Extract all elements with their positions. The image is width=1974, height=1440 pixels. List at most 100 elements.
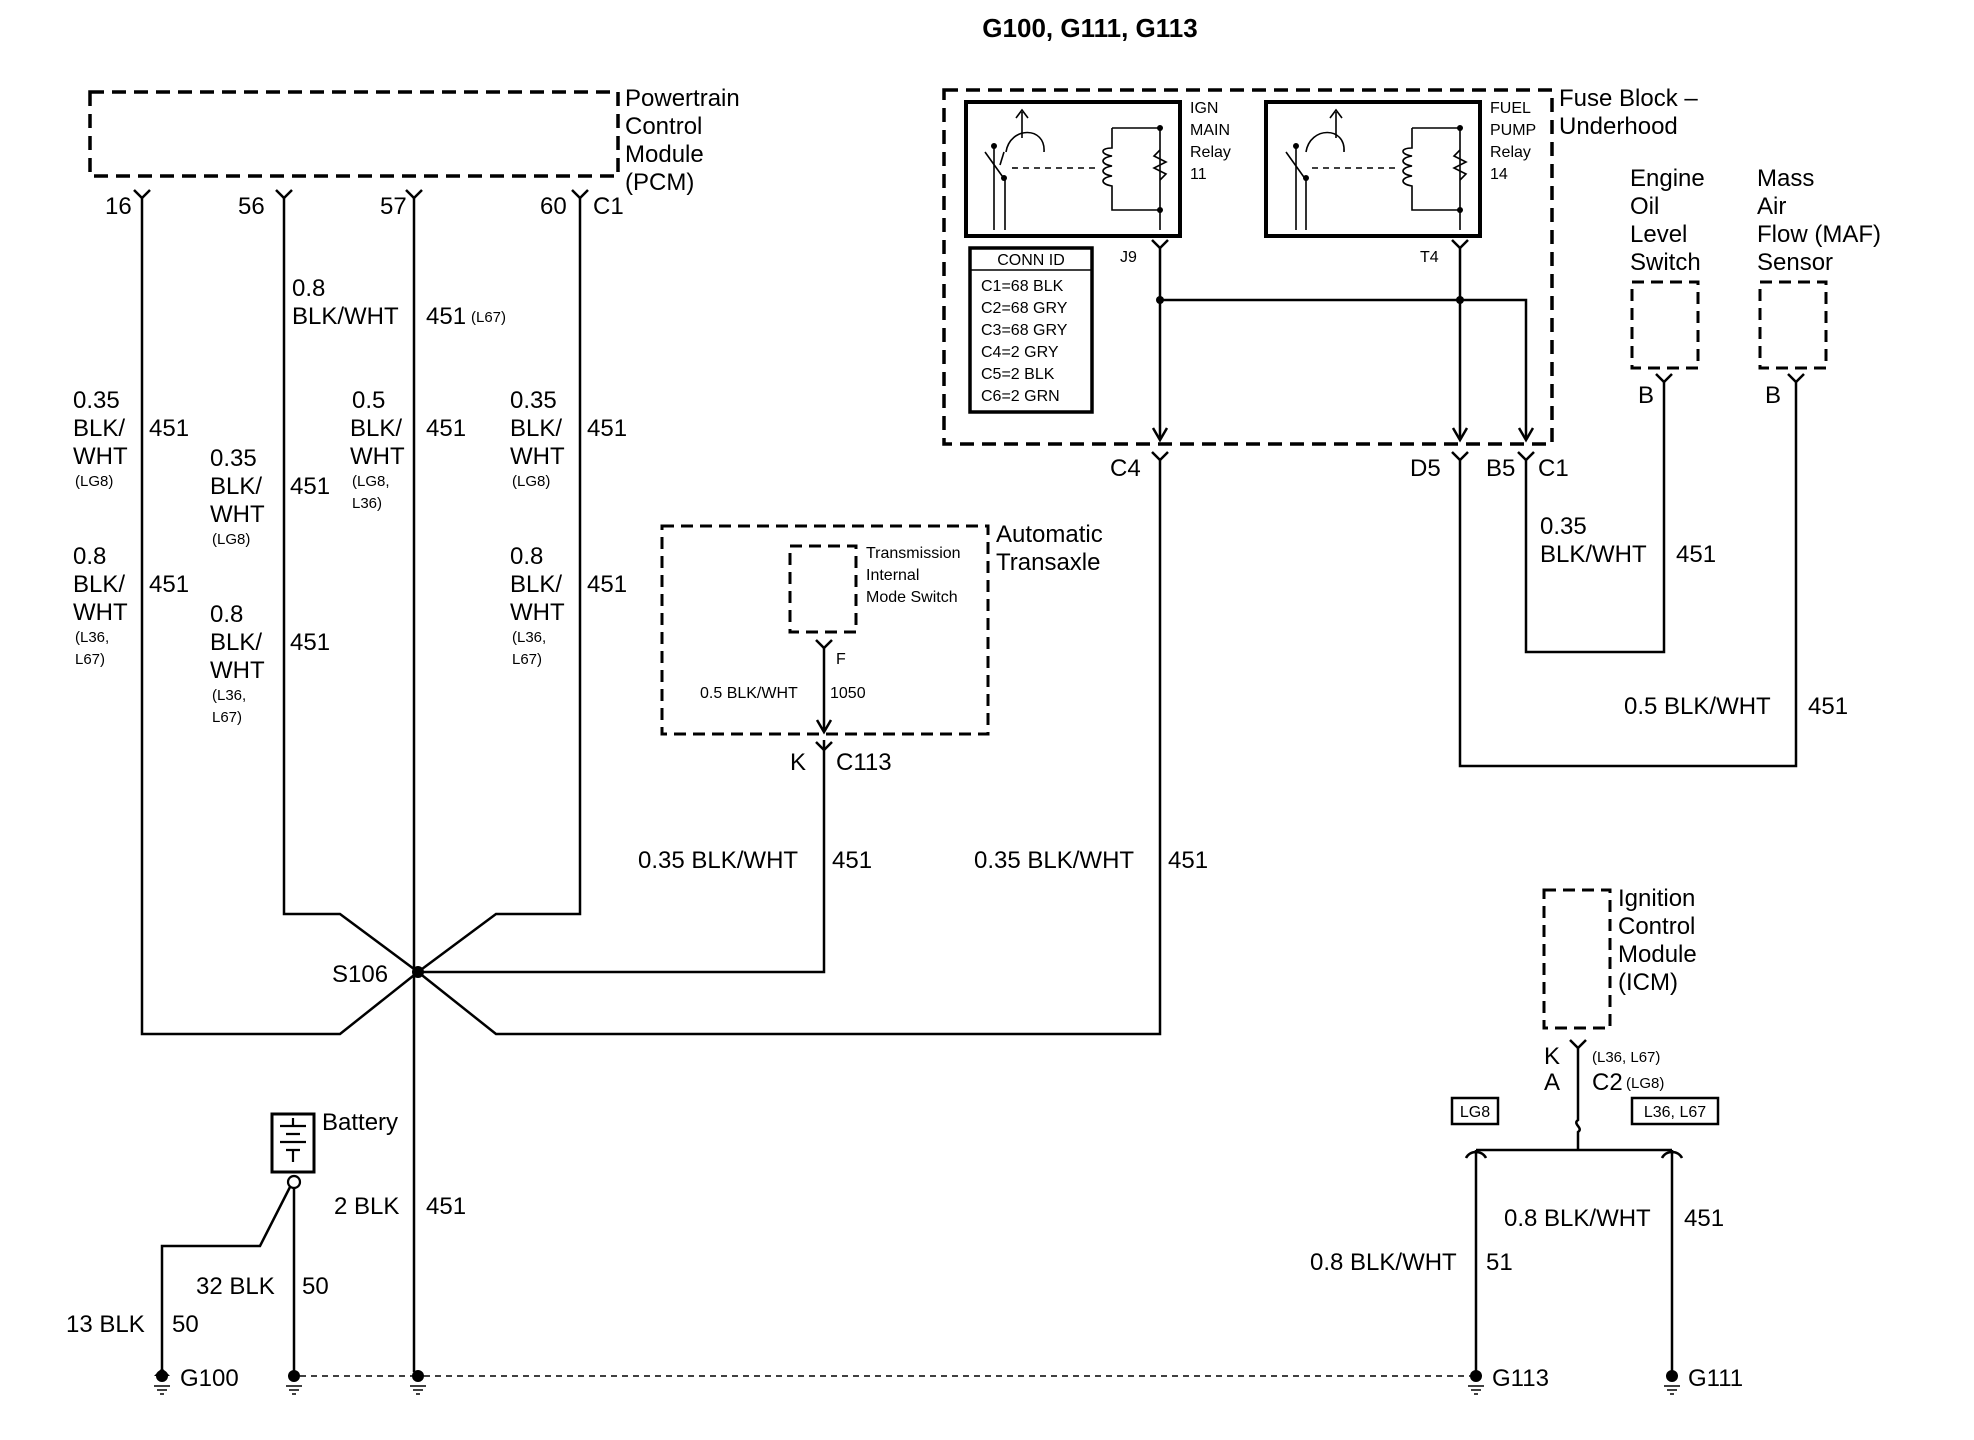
svg-text:451: 451 xyxy=(1808,693,1848,720)
svg-text:C3=68 GRY: C3=68 GRY xyxy=(981,322,1068,339)
svg-text:Module: Module xyxy=(1618,941,1697,968)
label-pcm60-lg8: 0.35 BLK/ WHT (LG8) 451 xyxy=(510,387,627,490)
svg-text:Control: Control xyxy=(1618,913,1695,940)
option-breaks xyxy=(1464,1150,1684,1159)
label-icm-g111: 0.8 BLK/WHT 451 xyxy=(1504,1205,1724,1232)
pin-j9: J9 xyxy=(1120,249,1137,266)
diagram-title: G100, G111, G113 xyxy=(982,13,1197,43)
option-badge-l36-box xyxy=(1630,1096,1720,1126)
svg-text:IGN: IGN xyxy=(1190,100,1218,117)
wire-icm-option-bus xyxy=(1476,1134,1672,1152)
icm-label: Ignition Control Module (ICM) xyxy=(1618,885,1697,996)
tims-label: Transmission Internal Mode Switch xyxy=(866,545,961,606)
pin-t4: T4 xyxy=(1420,249,1439,266)
svg-text:0.35 BLK/WHT: 0.35 BLK/WHT xyxy=(974,847,1134,874)
svg-text:BLK/: BLK/ xyxy=(73,571,125,598)
svg-text:Oil: Oil xyxy=(1630,193,1659,220)
maf-label: Mass Air Flow (MAF) Sensor xyxy=(1757,165,1881,276)
svg-text:0.8: 0.8 xyxy=(73,543,106,570)
pin-b5: B5 xyxy=(1486,455,1515,482)
wire-b5-eols xyxy=(1524,382,1666,654)
svg-text:451: 451 xyxy=(426,415,466,442)
svg-text:Engine: Engine xyxy=(1630,165,1705,192)
svg-text:50: 50 xyxy=(302,1273,329,1300)
label-pcm16-l36: 0.8 BLK/ WHT (L36, L67) 451 xyxy=(73,543,189,668)
svg-text:451: 451 xyxy=(426,303,466,330)
ground-g100: G100 xyxy=(180,1365,239,1392)
conn-id-header: CONN ID xyxy=(997,252,1065,269)
svg-text:C2=68 GRY: C2=68 GRY xyxy=(981,300,1068,317)
svg-text:0.8: 0.8 xyxy=(510,543,543,570)
svg-text:(L36,: (L36, xyxy=(212,687,246,704)
option-badge-lg8-box xyxy=(1450,1096,1500,1126)
icm-variant-l36: (L36, L67) xyxy=(1592,1049,1660,1066)
svg-text:C4=2 GRY: C4=2 GRY xyxy=(981,344,1059,361)
svg-text:451: 451 xyxy=(587,571,627,598)
svg-text:50: 50 xyxy=(172,1311,199,1338)
label-icm-g113: 0.8 BLK/WHT 51 xyxy=(1310,1249,1513,1276)
svg-text:451: 451 xyxy=(426,1193,466,1220)
wire-pcm16 xyxy=(140,198,419,1036)
ground-symbols xyxy=(154,1368,1680,1395)
fuse-top-connectors xyxy=(1151,239,1469,250)
conn-id-rows: C1=68 BLK C2=68 GRY C3=68 GRY C4=2 GRY C… xyxy=(981,278,1068,405)
svg-text:BLK/WHT: BLK/WHT xyxy=(1540,541,1647,568)
pcm-connector-c1: C1 xyxy=(593,193,624,220)
c113-label: C113 xyxy=(836,749,892,776)
svg-text:451: 451 xyxy=(1168,847,1208,874)
option-badge-l36: L36, L67 xyxy=(1644,1104,1706,1121)
svg-text:BLK/: BLK/ xyxy=(510,415,562,442)
svg-text:C5=2 BLK: C5=2 BLK xyxy=(981,366,1055,383)
svg-text:BLK/: BLK/ xyxy=(210,473,262,500)
svg-text:Mass: Mass xyxy=(1757,165,1814,192)
icm-pin-k: K xyxy=(1544,1043,1560,1070)
transaxle-label: Automatic Transaxle xyxy=(996,521,1103,576)
svg-text:Module: Module xyxy=(625,141,704,168)
fuel-pump-relay-box xyxy=(1264,100,1482,238)
svg-text:0.8 BLK/WHT: 0.8 BLK/WHT xyxy=(1504,1205,1651,1232)
svg-text:2 BLK: 2 BLK xyxy=(334,1193,399,1220)
label-c4-wire: 0.35 BLK/WHT 451 xyxy=(974,847,1208,874)
svg-text:451: 451 xyxy=(290,629,330,656)
c113-connector xyxy=(815,741,833,752)
fuse-block-box xyxy=(942,88,1554,446)
label-pcm56-lg8: 0.35 BLK/ WHT (LG8) 451 xyxy=(210,445,330,548)
pcm-pin-56: 56 xyxy=(238,193,265,220)
pin-fuse-c1: C1 xyxy=(1538,455,1569,482)
eols-label: Engine Oil Level Switch xyxy=(1630,165,1705,276)
wire-c4-to-s106 xyxy=(417,458,1162,1036)
svg-text:0.5 BLK/WHT: 0.5 BLK/WHT xyxy=(1624,693,1771,720)
eols-pin-b: B xyxy=(1638,382,1654,409)
svg-text:11: 11 xyxy=(1190,166,1207,183)
svg-text:Air: Air xyxy=(1757,193,1786,220)
wire-battery-g100 xyxy=(160,1186,292,1376)
label-tims-circuit: 1050 xyxy=(830,685,866,702)
label-pcm57-lg8: 0.5 BLK/ WHT (LG8, L36) 451 xyxy=(350,387,466,512)
svg-text:Flow (MAF): Flow (MAF) xyxy=(1757,221,1881,248)
icm-variant-lg8: (LG8) xyxy=(1626,1075,1664,1092)
svg-text:451: 451 xyxy=(1684,1205,1724,1232)
maf-box xyxy=(1758,280,1828,370)
svg-text:0.35: 0.35 xyxy=(510,387,557,414)
svg-text:L67): L67) xyxy=(512,651,542,668)
wire-icm-drop xyxy=(1575,1048,1581,1134)
wire-pcm60 xyxy=(417,198,582,974)
label-pcm57: 0.8 BLK/WHT 451 (L67) xyxy=(292,275,506,330)
svg-text:(LG8): (LG8) xyxy=(512,473,550,490)
svg-text:(L67): (L67) xyxy=(471,309,506,326)
battery-terminal xyxy=(286,1174,302,1190)
pcm-pin-57: 57 xyxy=(380,193,407,220)
battery-cells xyxy=(280,1118,306,1162)
ign-main-relay-internals xyxy=(984,108,1168,230)
ign-main-relay-box xyxy=(964,100,1182,238)
pcm-box xyxy=(88,90,620,178)
svg-text:0.8: 0.8 xyxy=(210,601,243,628)
icm-pin-a: A xyxy=(1544,1069,1560,1096)
wire-tims-1050 xyxy=(815,648,833,735)
label-pcm56-l36: 0.8 BLK/ WHT (L36, L67) 451 xyxy=(210,601,330,726)
svg-text:(PCM): (PCM) xyxy=(625,169,694,196)
svg-text:(LG8): (LG8) xyxy=(75,473,113,490)
svg-text:MAIN: MAIN xyxy=(1190,122,1230,139)
svg-text:BLK/: BLK/ xyxy=(350,415,402,442)
